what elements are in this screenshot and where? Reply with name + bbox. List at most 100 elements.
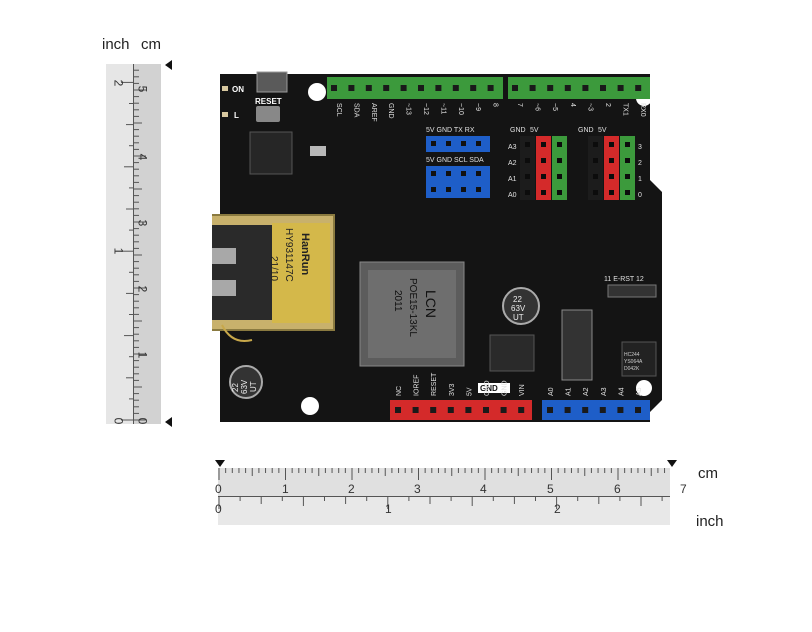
capacitor-right	[502, 287, 540, 325]
header-pin	[365, 85, 372, 91]
l-led-label: L	[234, 111, 239, 120]
header-pin	[431, 171, 436, 176]
digital-header-right	[508, 77, 650, 99]
top-header-label: ~9	[474, 103, 481, 111]
top-header-label: ~11	[439, 103, 446, 114]
vertical-cm-tick-5: 5	[135, 85, 150, 93]
usb-connector	[256, 71, 288, 93]
analog-header-label: A3	[601, 387, 608, 396]
top-header-label: ~13	[405, 103, 412, 115]
header-pin	[476, 171, 481, 176]
horizontal-ruler-ticks	[218, 468, 670, 509]
on-led	[222, 86, 228, 91]
header-pin	[348, 85, 355, 91]
power-header-label: RESET	[431, 372, 438, 396]
header-pin	[525, 142, 530, 147]
header-pin	[500, 407, 507, 413]
header-pin	[383, 85, 390, 91]
power-header-label: VIN	[519, 384, 526, 396]
header-pin	[525, 190, 530, 195]
power-header-label: IOREF	[414, 375, 421, 396]
header-pin	[600, 85, 606, 91]
header-pin	[541, 190, 546, 195]
reset-button	[256, 106, 280, 122]
header-pin	[609, 174, 614, 179]
horizontal-cm-tick-7: 7	[680, 482, 687, 496]
header-pin	[447, 407, 454, 413]
header-pin	[446, 171, 451, 176]
horizontal-inch-unit-label: inch	[696, 513, 724, 530]
top-header-label: ~3	[586, 103, 593, 111]
vertical-ruler-markers	[165, 60, 172, 427]
header-pin	[547, 85, 554, 91]
chip-label-1: HC244	[624, 352, 640, 358]
top-header-label: GND	[387, 103, 394, 119]
voltage-regulator	[561, 309, 593, 381]
jack-date: 21/10	[268, 256, 279, 281]
header-pin	[465, 407, 472, 413]
header-pin	[635, 85, 642, 91]
e-rst-jumper	[607, 284, 657, 298]
header-pin	[461, 141, 466, 146]
header-pin	[412, 407, 419, 413]
vertical-ruler-ticks	[121, 64, 146, 424]
header-pin	[635, 407, 641, 413]
header-pin	[483, 407, 489, 413]
jack-model: HY931147C	[283, 228, 294, 282]
sensor-side-label: A2	[508, 160, 517, 167]
header-pin	[400, 85, 407, 91]
horizontal-inch-tick-0: 0	[215, 502, 222, 516]
mounting-hole	[308, 83, 326, 101]
digital-header-left	[327, 77, 503, 99]
vertical-ruler: 2 1 0 5 4 3 2 1 0	[106, 64, 161, 424]
header-pin	[547, 407, 553, 413]
analog-header-label: A0	[548, 387, 555, 396]
header-pin	[518, 407, 525, 413]
chip-label-3: D042K	[624, 366, 640, 372]
sensor-side-label: 0	[638, 192, 642, 199]
e-rst-label: 11 E-RST 12	[604, 276, 644, 283]
top-header-label: ~12	[422, 103, 429, 115]
sensor-side-label: 1	[638, 176, 642, 183]
cap-left-line1: 22	[231, 383, 240, 392]
analog-header	[542, 400, 650, 420]
header-pin	[435, 85, 442, 91]
microcontroller-chip	[249, 131, 293, 175]
header-pin	[609, 190, 614, 195]
horizontal-cm-tick-2: 2	[348, 482, 355, 496]
top-header-label: ~10	[457, 103, 464, 115]
horizontal-cm-tick-3: 3	[414, 482, 421, 496]
header-pin	[557, 190, 562, 195]
vertical-cm-tick-3: 3	[135, 219, 150, 227]
header-pin	[446, 187, 451, 192]
power-header-label: 5V	[466, 387, 473, 396]
header-pin	[593, 190, 598, 195]
sensor-side-label: A3	[508, 144, 517, 151]
mounting-hole	[636, 380, 652, 396]
transformer-model: POE15-13KL	[407, 278, 418, 337]
header-pin	[557, 142, 562, 147]
analog-header-label: A2	[583, 387, 590, 396]
vertical-inch-tick-2: 2	[111, 79, 126, 87]
header-pin	[461, 187, 466, 192]
sensor-left-gnd: GND	[510, 127, 526, 134]
header-pin	[625, 158, 630, 163]
header-pin	[625, 142, 630, 147]
header-pin	[452, 85, 459, 91]
power-header	[390, 400, 532, 420]
horizontal-cm-unit-label: cm	[698, 465, 718, 482]
top-header-label: RX0	[639, 103, 646, 117]
vertical-inch-tick-0: 0	[111, 417, 126, 425]
header-pin	[593, 142, 598, 147]
header-pin	[609, 142, 614, 147]
header-pin	[331, 85, 337, 91]
sensor-right-gnd: GND	[578, 127, 594, 134]
cap-left-line2: 63V	[240, 379, 249, 394]
power-header-label: GND	[502, 380, 509, 396]
horizontal-cm-tick-5: 5	[547, 482, 554, 496]
gnd-label-box	[478, 383, 510, 393]
vertical-cm-tick-0: 0	[135, 417, 150, 425]
